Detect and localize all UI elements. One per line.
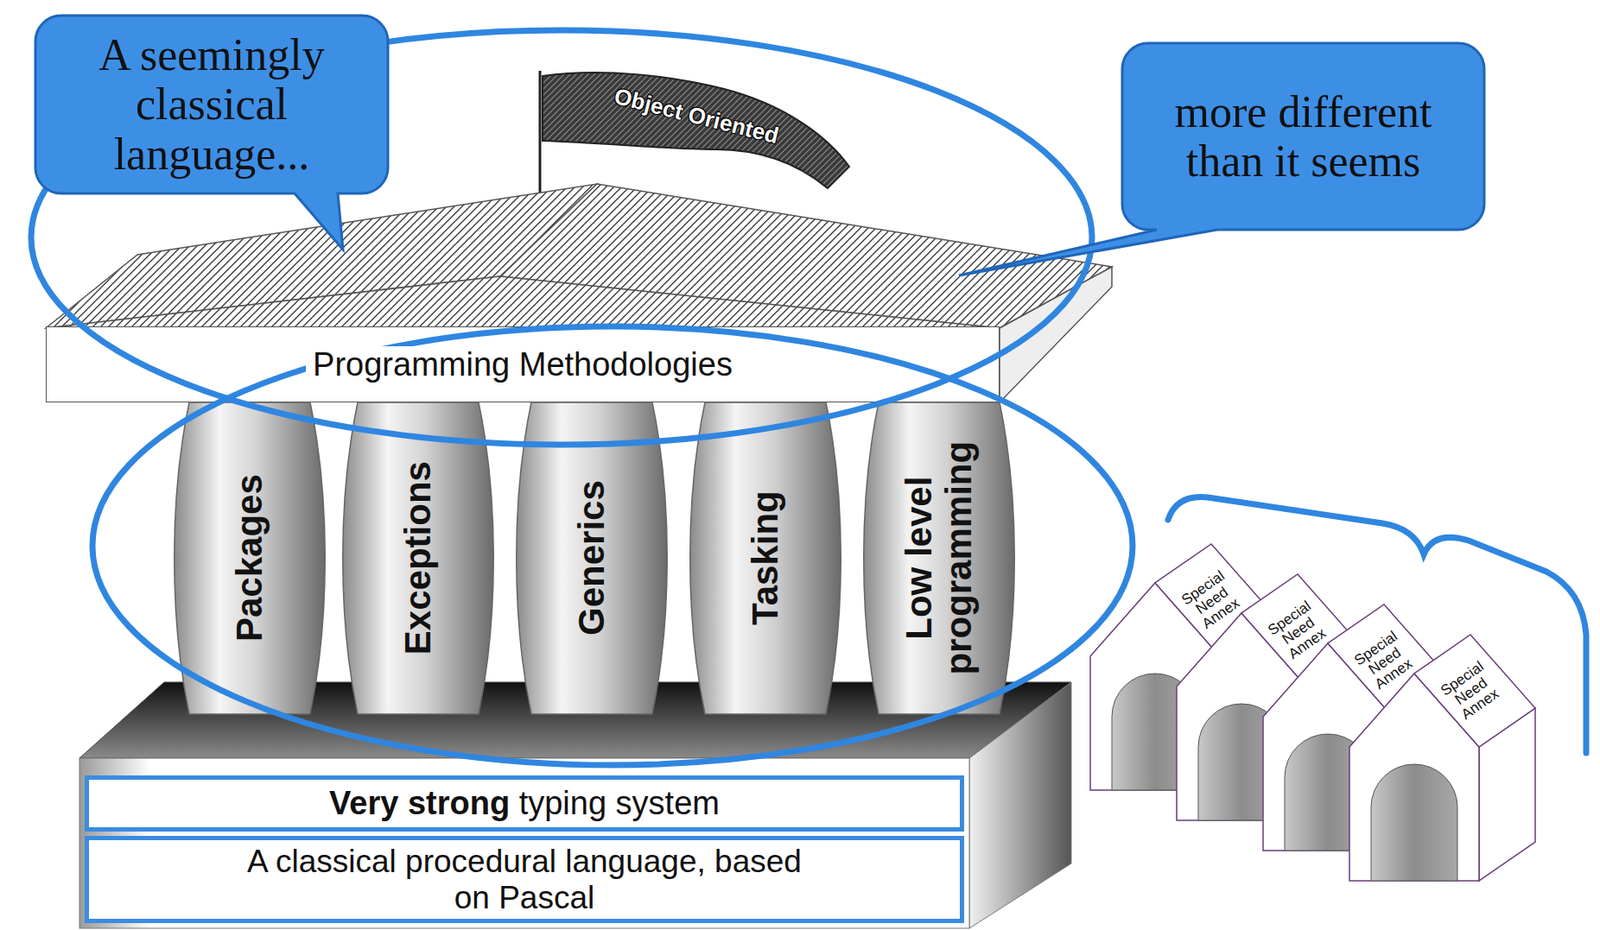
band-text: Programming Methodologies (305, 346, 740, 384)
pillar-text: Generics (571, 415, 612, 702)
feature-pillar: Tasking (683, 402, 848, 715)
pillar-text: Packages (229, 415, 270, 702)
band-text: Very strong typing system (322, 785, 727, 823)
house-roof (1414, 634, 1536, 748)
highlight-ellipse (92, 326, 1133, 766)
pillar-column (342, 402, 495, 715)
callout-text: more different than it seems (1139, 87, 1467, 186)
annex-brace (1168, 497, 1587, 754)
pillar-column (516, 402, 668, 715)
flag-cloth (542, 72, 850, 189)
platform-front (79, 758, 970, 929)
house-door (1371, 764, 1458, 882)
pillar-text: Low level programming (899, 415, 979, 702)
pillar-text: Exceptions (398, 415, 439, 702)
callout-bubble: A seemingly classical language... (35, 15, 388, 194)
roof-face (45, 276, 1000, 329)
callout-text: A seemingly classical language... (52, 30, 371, 179)
base-language-band: A classical procedural language, based o… (84, 836, 965, 924)
highlight-ellipse (31, 30, 1093, 445)
callout-bubble: more different than it seems (1122, 43, 1485, 230)
typing-band: Very strong typing system (84, 775, 965, 832)
callout-outline (958, 43, 1485, 276)
feature-pillar: Generics (509, 402, 674, 715)
pillar-text: Tasking (745, 415, 786, 702)
roof-side (999, 266, 1112, 403)
band-text: A classical procedural language, based o… (230, 844, 819, 916)
feature-pillar: Packages (167, 402, 332, 715)
feature-pillar: Low level programming (857, 402, 1022, 715)
methodologies-band: Programming Methodologies (45, 326, 1000, 403)
callout-outline (35, 15, 388, 250)
pillar-column (863, 402, 1016, 715)
pillar-column (690, 402, 842, 715)
platform-side (969, 682, 1072, 929)
object-oriented-flag: Object Oriented (542, 71, 850, 193)
flag-shape (542, 71, 850, 193)
feature-pillar: Exceptions (336, 402, 501, 715)
pillar-column (174, 402, 326, 715)
